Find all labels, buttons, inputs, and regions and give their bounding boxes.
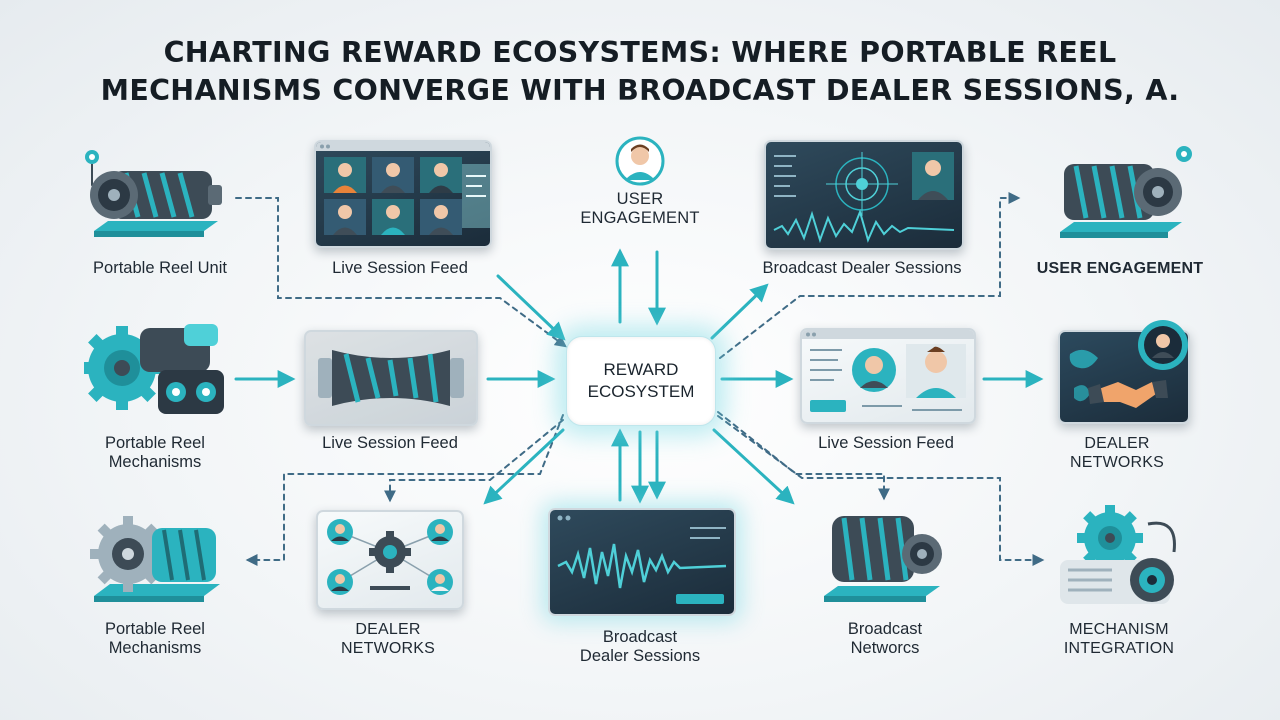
reel-cylinder-icon <box>306 332 476 424</box>
arrow-solid <box>712 428 795 505</box>
live-session-feed-panel-mid[interactable] <box>304 330 478 426</box>
reel-machine-icon <box>1060 146 1192 238</box>
user-engagement-node-top[interactable] <box>615 136 665 188</box>
network-people-icon <box>327 519 453 595</box>
label-line: Broadcast <box>602 628 678 646</box>
label-broadcast-networks-bottom: Broadcast Networcs <box>800 620 970 658</box>
label-line: Portable Reel <box>105 434 205 452</box>
label-line: Mechanisms <box>108 639 202 657</box>
dashed-connector <box>235 197 567 348</box>
label-line: Networcs <box>850 639 920 657</box>
dealer-avatar-badge <box>1136 318 1190 372</box>
label-live-session-feed-mid: Live Session Feed <box>322 434 458 452</box>
live-session-feed-panel-top[interactable] <box>314 140 492 248</box>
reel-machine-icon <box>85 150 222 237</box>
broadcast-dashboard-icon <box>773 152 955 244</box>
label-line: Mechanisms <box>108 453 202 471</box>
label-line: DEALER <box>1084 435 1150 452</box>
handshake-globe-icon <box>1069 349 1168 408</box>
dealer-profile-screen-icon <box>802 330 974 412</box>
gear-engine-icon <box>1060 505 1176 604</box>
gear-reel-icon <box>90 516 220 602</box>
label-user-engagement-right: USER ENGAGEMENT <box>1036 260 1204 277</box>
mechanism-integration-node[interactable] <box>1052 504 1202 614</box>
arrow-solid <box>496 274 566 341</box>
portable-reel-mechanisms-node-bottom[interactable] <box>90 508 240 612</box>
label-line: DEALER <box>355 621 421 638</box>
dashed-connector <box>717 411 890 501</box>
label-live-session-feed-top: Live Session Feed <box>332 259 468 277</box>
broadcast-networks-node-bottom[interactable] <box>818 506 952 612</box>
broadcast-dealer-panel-top[interactable] <box>764 140 964 250</box>
label-line: ENGAGEMENT <box>580 209 700 227</box>
reel-machine-icon <box>824 516 942 602</box>
reward-ecosystem-hub[interactable]: REWARD ECOSYSTEM <box>566 336 716 426</box>
label-line: MECHANISM <box>1069 621 1169 638</box>
label-portable-reel-mechanisms-mid: Portable Reel Mechanisms <box>70 434 240 472</box>
dashed-connector <box>245 414 564 566</box>
label-line: NETWORKS <box>340 640 436 657</box>
label-live-session-feed-mid-right: Live Session Feed <box>818 434 954 452</box>
label-line: NETWORKS <box>1069 454 1165 471</box>
video-grid-icon <box>316 142 490 235</box>
gear-machine-icon <box>80 324 224 414</box>
label-mechanism-integration: MECHANISM INTEGRATION <box>1024 620 1214 658</box>
portable-reel-mechanisms-node-mid[interactable] <box>80 318 234 428</box>
label-user-engagement-top: USER ENGAGEMENT <box>560 190 720 228</box>
broadcast-dealer-panel-bottom[interactable] <box>548 508 736 616</box>
label-dealer-networks-bottom: DEALER NETWORKS <box>306 620 470 658</box>
label-portable-reel-mechanisms-bottom: Portable Reel Mechanisms <box>70 620 240 658</box>
label-line: USER <box>616 190 664 208</box>
dealer-networks-panel-mid[interactable] <box>1058 330 1190 424</box>
arrow-solid <box>483 428 565 505</box>
user-engagement-node-right[interactable] <box>1050 140 1200 248</box>
label-line: Broadcast <box>847 620 923 638</box>
dealer-avatar-icon <box>1138 320 1188 370</box>
label-line: Portable Reel <box>105 620 205 638</box>
hub-label-line-1: REWARD <box>603 360 679 379</box>
user-avatar-icon <box>615 136 665 186</box>
title-line-1: CHARTING REWARD ECOSYSTEMS: WHERE PORTAB… <box>163 36 1117 69</box>
portable-reel-unit-node[interactable] <box>78 145 238 245</box>
label-portable-reel-unit: Portable Reel Unit <box>93 259 227 277</box>
live-session-feed-panel-mid-right[interactable] <box>800 328 976 424</box>
title-line-2: MECHANISMS CONVERGE WITH BROADCAST DEALE… <box>100 74 1180 107</box>
label-line: INTEGRATION <box>1063 640 1175 657</box>
dealer-networks-panel-bottom[interactable] <box>316 510 464 610</box>
page-title: CHARTING REWARD ECOSYSTEMS: WHERE PORTAB… <box>40 34 1240 110</box>
label-line: Dealer Sessions <box>579 647 701 665</box>
dashed-connector <box>384 419 564 503</box>
dashed-connector <box>719 192 1021 359</box>
waveform-screen-icon <box>557 515 727 604</box>
dashed-connector <box>717 415 1045 566</box>
arrow-solid <box>710 283 769 340</box>
hub-label-line-2: ECOSYSTEM <box>587 382 695 401</box>
label-broadcast-dealer-sessions-bottom: Broadcast Dealer Sessions <box>550 628 730 666</box>
label-broadcast-dealer-sessions-top: Broadcast Dealer Sessions <box>762 259 962 277</box>
label-dealer-networks-mid: DEALER NETWORKS <box>1032 434 1202 472</box>
